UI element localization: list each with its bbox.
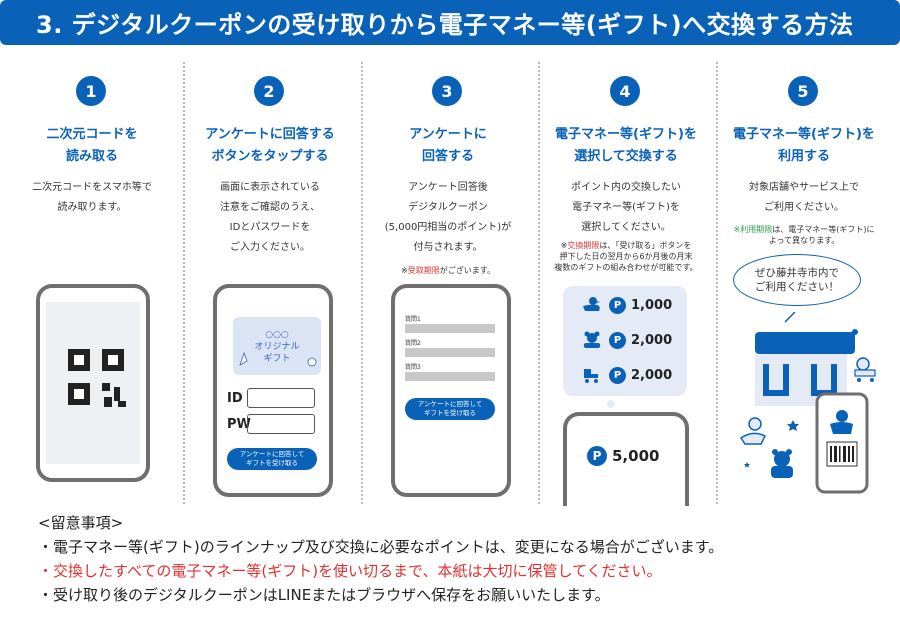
column-divider <box>361 62 363 504</box>
gift-option[interactable]: P 2,000 <box>581 331 672 349</box>
column-divider <box>183 62 185 504</box>
teddy-bear-icon <box>584 331 600 348</box>
column-divider <box>716 62 718 504</box>
gift-decoration-icon <box>307 357 317 367</box>
step-number: 2 <box>254 76 284 106</box>
step-title: アンケートに回答する <box>409 127 487 164</box>
store-illustration <box>739 312 876 494</box>
step-description: アンケート回答後デジタルクーポン (5,000円相当のポイント)が付与されます。 <box>384 182 512 253</box>
speech-bubble: ぜひ藤井寺市内で ご利用ください！ <box>733 254 861 306</box>
password-input[interactable] <box>247 414 315 434</box>
step-title: アンケートに回答するボタンをタップする <box>205 127 335 164</box>
header-banner: 3. デジタルクーポンの受け取りから電子マネー等(ギフト)へ交換する方法 <box>0 0 900 45</box>
qr-code-icon <box>68 349 130 411</box>
step-title: 電子マネー等(ギフト)を利用する <box>733 127 875 164</box>
submit-survey-button[interactable]: アンケートに回答して ギフトを受け取る <box>405 398 495 420</box>
note-item: ・受け取り後のデジタルクーポンはLINEまたはブラウザへ保存をお願いいたします。 <box>38 586 610 604</box>
question-label: 質問3 <box>405 364 421 371</box>
step-number: 3 <box>432 76 462 106</box>
balance-phone: P 5,000 <box>563 412 689 506</box>
id-label: ID <box>227 390 243 406</box>
gift-option[interactable]: P 2,000 <box>581 366 672 384</box>
stroller-icon <box>584 369 598 383</box>
deadline-note: ※受取期限がございます。 <box>401 266 495 275</box>
step-2: 2 アンケートに回答するボタンをタップする 画面に表示されている注意をご確認のう… <box>181 62 359 502</box>
answer-bar[interactable] <box>405 348 495 357</box>
duck-icon <box>739 417 767 445</box>
phone-illustration: ○○○ オリジナル ギフト ID PW アンケートに回答して ギフトを受け取る <box>213 284 333 497</box>
answer-bar[interactable] <box>405 372 495 381</box>
teddy-bear-icon <box>771 449 793 478</box>
duck-icon <box>583 297 600 311</box>
question-label: 質問1 <box>405 316 421 323</box>
id-input[interactable] <box>247 388 315 408</box>
step-3: 3 アンケートに回答する アンケート回答後デジタルクーポン (5,000円相当の… <box>359 62 537 502</box>
gift-decoration-icon <box>239 351 248 366</box>
dot-connector <box>607 400 615 408</box>
step-description: 二次元コードをスマホ等で読み取ります。 <box>32 182 152 213</box>
pw-label: PW <box>227 416 251 432</box>
gift-option[interactable]: P 1,000 <box>581 296 672 314</box>
column-divider <box>538 62 540 504</box>
gift-card: ○○○ オリジナル ギフト <box>233 317 321 375</box>
stroller-icon <box>854 357 876 382</box>
step-title: 二次元コードを読み取る <box>46 127 138 164</box>
answer-bar[interactable] <box>405 324 495 333</box>
pw-field-row: PW <box>227 414 315 434</box>
phone-screen <box>46 302 140 464</box>
expiry-note: ※利用期限は、電子マネー等(ギフト)に よって異なります。 <box>733 225 875 245</box>
page-title: 3. デジタルクーポンの受け取りから電子マネー等(ギフト)へ交換する方法 <box>36 11 854 39</box>
question-label: 質問2 <box>405 340 421 347</box>
notes-section: <留意事項> ・電子マネー等(ギフト)のラインナップ及び交換に必要なポイントは、… <box>38 511 723 607</box>
step-title: 電子マネー等(ギフト)を選択して交換する <box>555 127 697 164</box>
gift-options-panel: P 1,000 P 2,000 P 2,000 <box>563 286 687 396</box>
phone-illustration: 質問1 質問2 質問3 アンケートに回答して ギフトを受け取る <box>391 284 511 497</box>
step-number: 5 <box>788 76 818 106</box>
step-description: 画面に表示されている注意をご確認のうえ、 IDとパスワードをご入力ください。 <box>220 182 320 253</box>
point-balance: P 5,000 <box>587 446 659 466</box>
id-field-row: ID <box>227 388 315 408</box>
answer-survey-button[interactable]: アンケートに回答して ギフトを受け取る <box>227 448 317 470</box>
step-description: ポイント内の交換したい電子マネー等(ギフト)を 選択してください。 <box>571 182 681 233</box>
deadline-note: ※交換期限は、「受け取る」ボタンを 押下した日の翌月から6か月後の月末 複数のギ… <box>554 241 698 272</box>
step-4: 4 電子マネー等(ギフト)を選択して交換する ポイント内の交換したい電子マネー等… <box>537 62 715 506</box>
step-1: 1 二次元コードを読み取る 二次元コードをスマホ等で読み取ります。 <box>3 62 181 502</box>
step-number: 1 <box>76 76 106 106</box>
phone-illustration <box>36 284 150 482</box>
note-item-warning: ・交換したすべての電子マネー等(ギフト)を使い切るまで、本紙は大切に保管してくだ… <box>38 562 662 580</box>
notes-heading: <留意事項> <box>38 514 124 532</box>
step-description: 対象店舗やサービス上でご利用ください。 <box>749 182 859 213</box>
step-5: 5 電子マネー等(ギフト)を利用する 対象店舗やサービス上でご利用ください。 ※… <box>715 62 893 502</box>
note-item: ・電子マネー等(ギフト)のラインナップ及び交換に必要なポイントは、変更になる場合… <box>38 538 724 556</box>
step-number: 4 <box>610 76 640 106</box>
